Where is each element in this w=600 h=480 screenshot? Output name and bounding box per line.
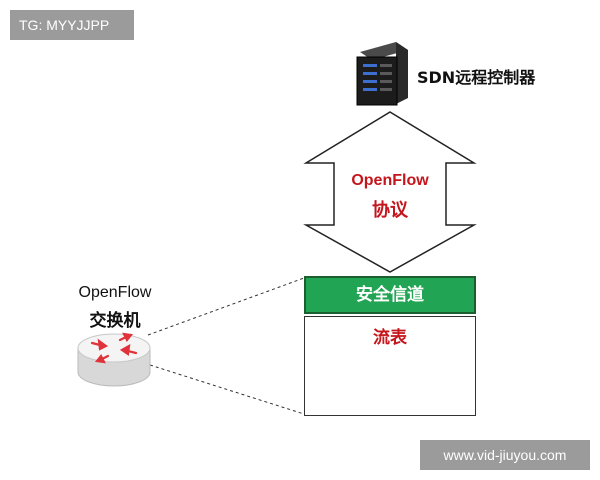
flow-table-title: 流表 [373,328,407,348]
router-icon [77,332,151,387]
switch-name: OpenFlow [78,284,152,301]
secure-channel-box: 安全信道 [304,276,476,314]
tg-watermark: TG: MYYJJPP [10,10,134,40]
connector-lower [149,364,305,415]
protocol-subtitle: 协议 [372,200,408,221]
connector-upper [147,277,305,336]
controller-label: SDN远程控制器 [417,68,536,87]
flow-table-box: 流表 [304,316,476,416]
server-icon [356,42,408,106]
switch-subtitle: 交换机 [89,311,141,331]
double-arrow-icon [303,111,477,273]
protocol-name: OpenFlow [351,172,429,189]
site-watermark: www.vid-jiuyou.com [420,440,590,470]
